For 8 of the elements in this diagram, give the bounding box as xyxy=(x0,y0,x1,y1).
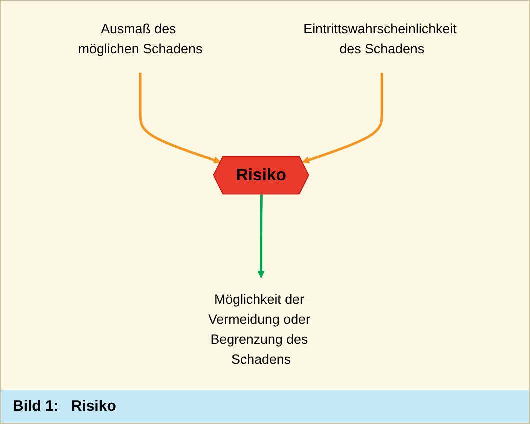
node-text: Ausmaß des möglichen Schadens xyxy=(78,22,203,58)
risk-diagram: Risiko Ausmaß des möglichen Schadens Eintrittswahrscheinlichkeit des Schadens Möglichkeit der Vermeidung oder Begrenzung des Schadens xyxy=(1,1,529,390)
arrow xyxy=(302,72,384,164)
arrow xyxy=(139,72,222,164)
node-text: Eintrittswahrscheinlichkeit des Schadens xyxy=(304,22,457,58)
figure-caption: Bild 1: Risiko xyxy=(1,390,529,423)
node-text: Möglichkeit der Vermeidung oder Begrenzung des Schadens xyxy=(208,292,310,368)
arrow xyxy=(258,194,265,278)
